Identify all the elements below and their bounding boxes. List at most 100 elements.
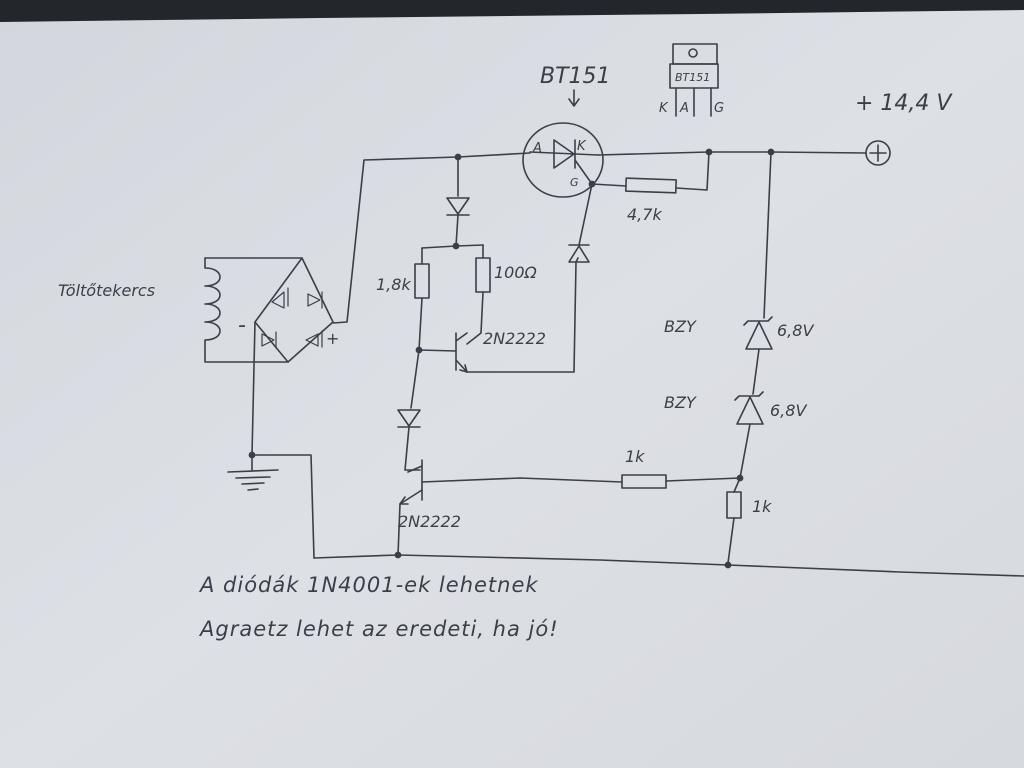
- emitter-wire: [466, 261, 577, 373]
- supply-voltage-label: + 14,4 V: [855, 91, 953, 116]
- wire: [404, 426, 421, 471]
- resistor-100: 100Ω: [466, 244, 538, 345]
- pin-label-k: K: [577, 139, 587, 154]
- emitter-lead: [399, 489, 423, 505]
- wire: [251, 321, 256, 456]
- base-wire: [421, 477, 623, 483]
- ground-line: [247, 488, 259, 491]
- ground-line: [235, 476, 271, 479]
- bridge-plus-label: +: [326, 329, 339, 348]
- anode-wire: [332, 152, 531, 324]
- table-edge: [0, 0, 1024, 22]
- pin-label-a: A: [532, 141, 542, 156]
- transistor-q2: 2N2222: [397, 459, 623, 556]
- thyristor-bt151: A K G BT151: [522, 64, 611, 198]
- junction-dot: [724, 561, 732, 569]
- anode-branch: [332, 152, 531, 324]
- output-rail: + 14,4 V: [597, 91, 953, 166]
- pin-label-g: G: [570, 176, 579, 189]
- lower-left-branch: [397, 349, 421, 471]
- plus-sign-icon: [869, 144, 887, 162]
- resistor-100-label: 100Ω: [494, 263, 538, 282]
- ground-line: [227, 469, 279, 473]
- paper-sheet: [0, 10, 1024, 768]
- bridge-minus-label: -: [238, 313, 246, 338]
- diode-triangle: [307, 293, 321, 307]
- top-wire: [597, 151, 867, 156]
- resistor-1-8k-label: 1,8k: [376, 275, 411, 294]
- wire: [591, 183, 627, 187]
- diode-triangle: [271, 291, 285, 309]
- collector-lead: [407, 465, 423, 473]
- resistor-body: [624, 177, 677, 194]
- zener-2-type-label: BZY: [664, 393, 697, 412]
- wire: [733, 423, 751, 493]
- package-pin-a-label: A: [679, 101, 689, 116]
- zener-1-value-label: 6,8V: [777, 321, 814, 340]
- wire: [763, 151, 772, 319]
- collector-lead: [455, 332, 468, 342]
- charging-winding: Töltőtekercs: [58, 257, 303, 363]
- package-pin-k-label: K: [659, 101, 669, 116]
- ground-line: [241, 482, 265, 485]
- zener-2-value-label: 6,8V: [770, 401, 807, 420]
- thyristor-triangle: [553, 139, 575, 169]
- diode-triangle: [261, 333, 275, 347]
- junction-dot: [394, 551, 402, 559]
- bridge-outline: [254, 257, 334, 363]
- bridge-diode-3: [261, 331, 277, 349]
- thyristor-gate-lead: [574, 159, 593, 185]
- wire: [421, 244, 484, 249]
- resistor-1k-v-label: 1k: [752, 497, 772, 516]
- wire: [410, 349, 420, 409]
- resistor-1k-h-label: 1k: [625, 447, 645, 466]
- package-pin-g-label: G: [714, 101, 724, 116]
- gate-resistor: 4,7k: [591, 151, 710, 224]
- thyristor-line: [529, 151, 599, 156]
- junction-dot: [588, 180, 596, 188]
- resistor-1k-horizontal: 1k: [621, 447, 744, 489]
- bridge-diode-1: [271, 287, 289, 309]
- wire: [418, 297, 423, 351]
- wire: [578, 183, 593, 246]
- thyristor-circle: [522, 122, 604, 198]
- coil-icon: [204, 257, 289, 363]
- note-line-2: Agraetz lehet az eredeti, ha jó!: [198, 617, 559, 641]
- wire: [466, 291, 484, 345]
- resistor-1-8k: 1,8k: [376, 247, 430, 351]
- zener-bar: [743, 316, 773, 326]
- winding-label: Töltőtekercs: [58, 281, 155, 300]
- bridge-diode-4: [305, 330, 323, 348]
- wire: [675, 151, 710, 191]
- diode-triangle: [305, 333, 319, 347]
- wire: [665, 477, 741, 482]
- emitter-lead: [455, 359, 468, 373]
- wire: [727, 517, 735, 564]
- output-terminal: [865, 140, 891, 166]
- thyristor-arrow: [568, 89, 580, 107]
- note-line-1: A diódák 1N4001-ek lehetnek: [198, 573, 539, 597]
- ground-rail: [251, 454, 1024, 577]
- diode-triangle: [397, 409, 421, 427]
- transistor-q1: 2N2222: [415, 261, 577, 373]
- gate-diode: [568, 180, 596, 263]
- q2-label: 2N2222: [398, 512, 461, 531]
- q1-label: 2N2222: [483, 329, 546, 348]
- emitter-wire: [397, 503, 401, 556]
- package-hole: [688, 48, 698, 58]
- zener-chain: BZY 6,8V BZY 6,8V: [664, 151, 814, 493]
- zener-1-type-label: BZY: [664, 317, 697, 336]
- wire: [455, 214, 459, 247]
- gate-resistor-label: 4,7k: [627, 205, 662, 224]
- diode-triangle: [568, 245, 590, 263]
- bridge-diode-2: [307, 291, 323, 309]
- base-wire: [418, 349, 457, 352]
- ground-icon: [227, 454, 279, 491]
- zener-bar: [734, 391, 764, 401]
- package-pinout: BT151 K A G: [659, 43, 724, 117]
- resistor-1k-vertical: 1k: [726, 491, 772, 564]
- thyristor-name-label: BT151: [540, 64, 611, 89]
- wire: [251, 454, 315, 559]
